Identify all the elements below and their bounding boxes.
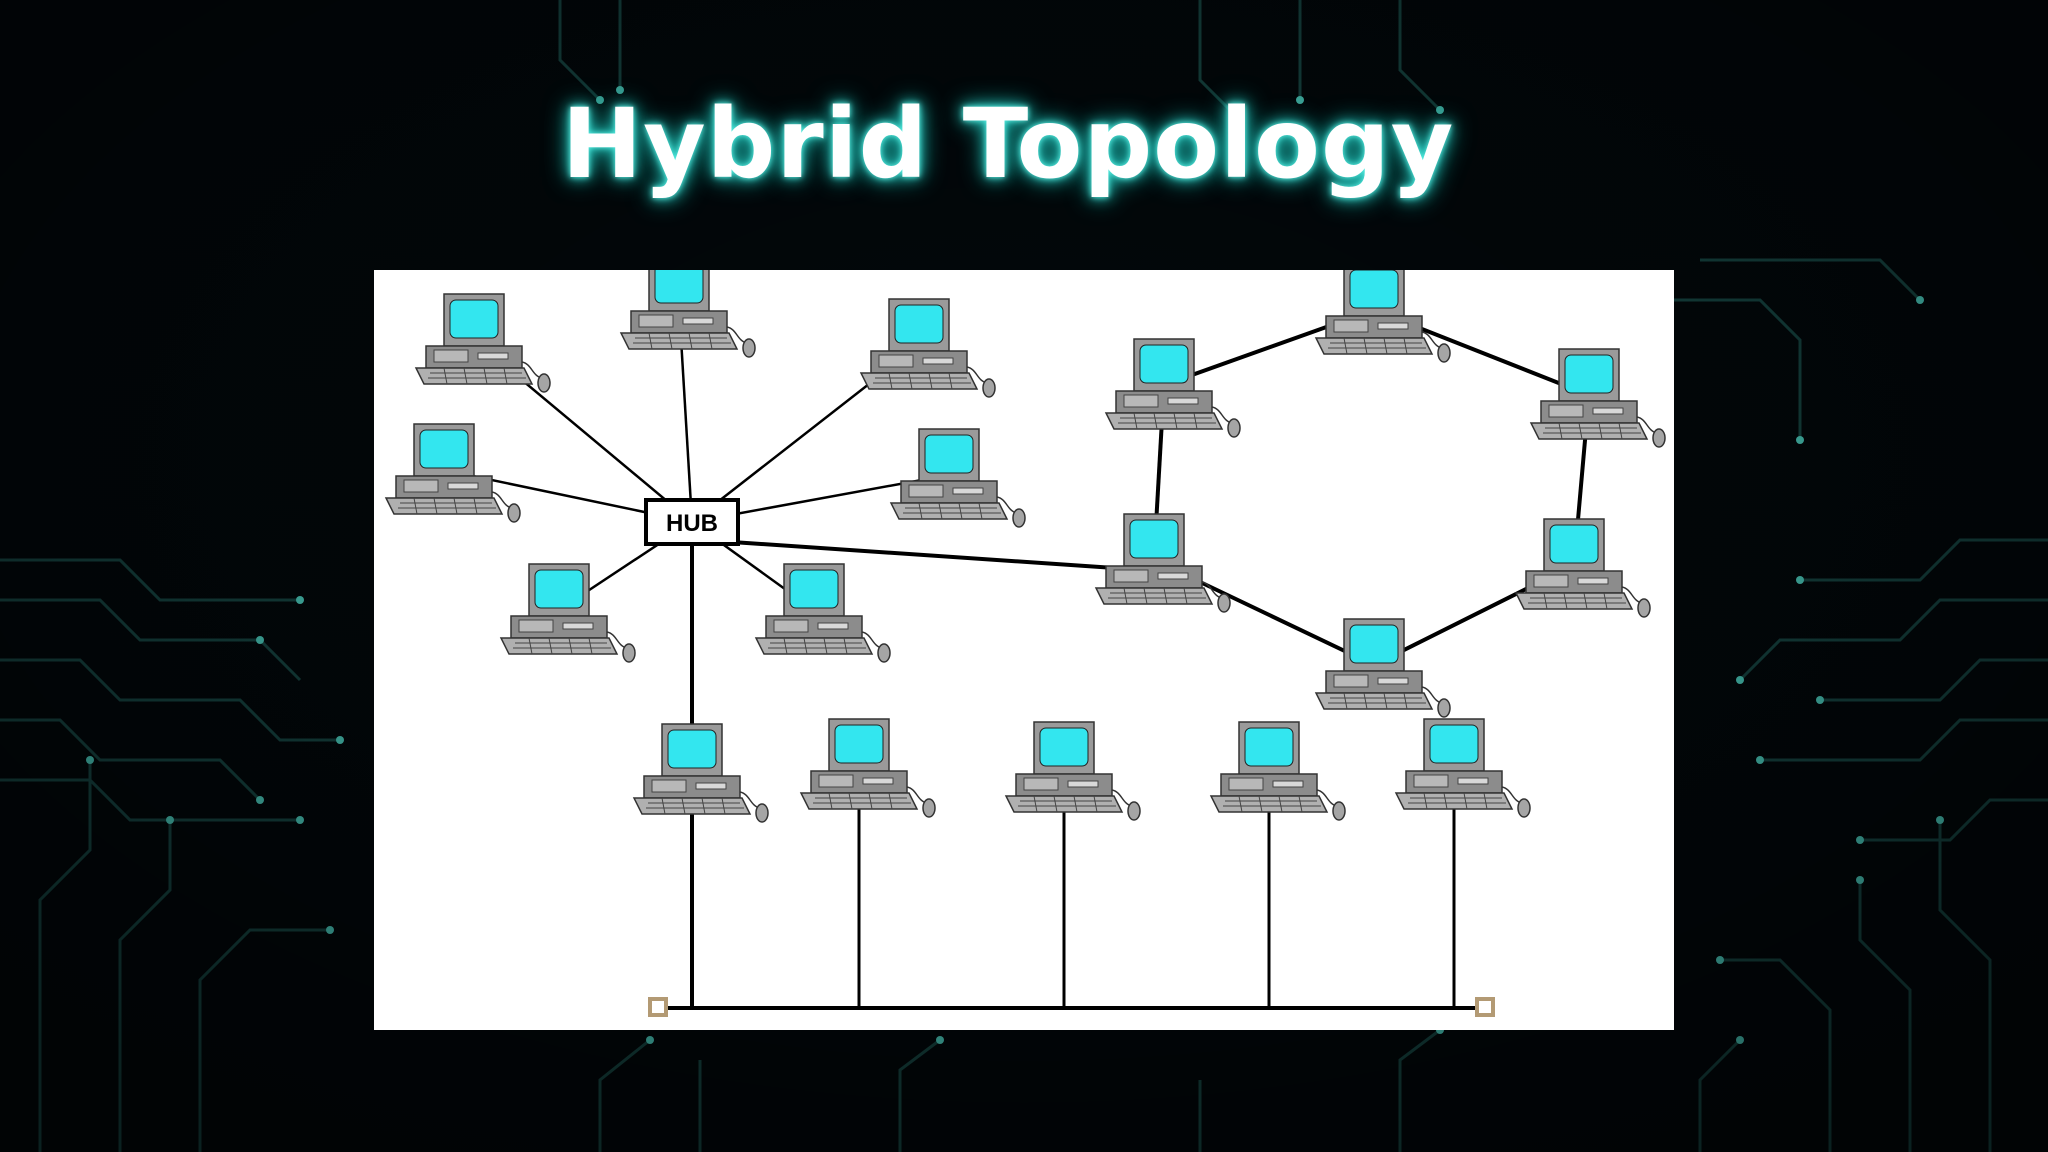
topology-diagram-panel: HUB (374, 270, 1674, 1030)
ring-computer-icon (1315, 270, 1451, 363)
ring-computer-icon (1315, 618, 1451, 718)
hub: HUB (644, 498, 740, 546)
ring-computer-icon (1530, 348, 1666, 448)
star-computer-icon (385, 423, 521, 523)
bus-computer-icon (800, 718, 936, 818)
network-nodes (385, 270, 1666, 823)
star-computer-icon (860, 298, 996, 398)
bus-computer-icon (1005, 721, 1141, 821)
ring-computer-icon (1095, 513, 1231, 613)
star-computer-icon (890, 428, 1026, 528)
hub-ring-link (731, 540, 1145, 572)
bus-computer-icon (633, 723, 769, 823)
star-computer-icon (620, 270, 756, 358)
ring-computer-icon (1515, 518, 1651, 618)
network-cables (443, 304, 1591, 1017)
slide-title: Hybrid Topology (561, 88, 1455, 200)
hub-label: HUB (666, 510, 718, 537)
star-computer-icon (500, 563, 636, 663)
bus-terminator-left (648, 997, 668, 1017)
bus-computer-icon (1395, 718, 1531, 818)
ring-computer-icon (1105, 338, 1241, 438)
bus-terminator-right (1475, 997, 1495, 1017)
star-computer-icon (755, 563, 891, 663)
bus-computer-icon (1210, 721, 1346, 821)
star-computer-icon (415, 293, 551, 393)
hybrid-topology-diagram: HUB (385, 270, 1666, 1017)
